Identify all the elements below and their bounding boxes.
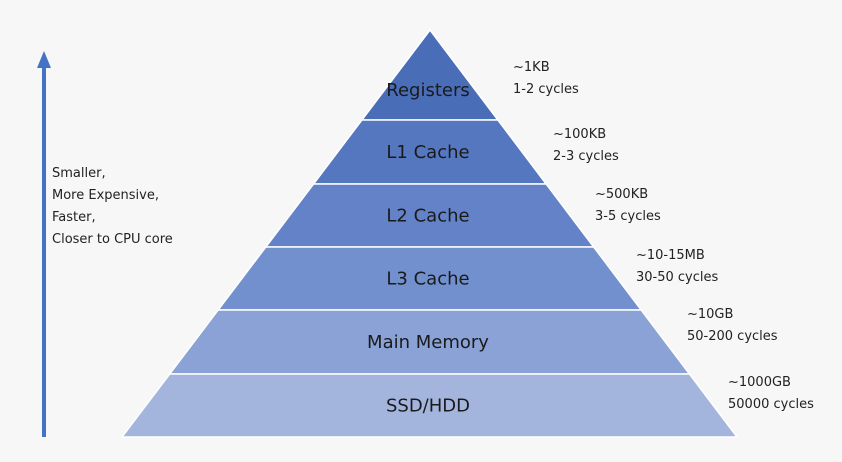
latency-text: 50-200 cycles [687, 329, 778, 344]
hierarchy-direction-note: Smaller, More Expensive, Faster, Closer … [52, 163, 173, 251]
size-text: ~1KB [513, 60, 550, 75]
tier-annotation-registers: ~1KB 1-2 cycles [513, 57, 579, 101]
size-text: ~10GB [687, 307, 734, 322]
latency-text: 30-50 cycles [636, 270, 719, 285]
note-line: Faster, [52, 210, 96, 225]
tier-annotation-main-memory: ~10GB 50-200 cycles [687, 304, 778, 348]
tier-registers [360, 28, 500, 121]
tier-ssd-hdd [120, 373, 739, 438]
tier-label: Registers [386, 80, 470, 101]
tier-label: Main Memory [367, 332, 489, 353]
tier-label: L1 Cache [386, 142, 469, 163]
tier-annotation-l3: ~10-15MB 30-50 cycles [636, 245, 718, 289]
size-text: ~500KB [595, 187, 649, 202]
size-text: ~100KB [553, 127, 607, 142]
size-text: ~10-15MB [636, 248, 705, 263]
up-arrow-icon [37, 51, 51, 437]
note-line: Smaller, [52, 166, 106, 181]
latency-text: 1-2 cycles [513, 82, 579, 97]
latency-text: 50000 cycles [728, 397, 814, 412]
tier-label: SSD/HDD [386, 396, 470, 417]
note-line: More Expensive, [52, 188, 159, 203]
size-text: ~1000GB [728, 375, 791, 390]
tier-annotation-ssd-hdd: ~1000GB 50000 cycles [728, 372, 814, 416]
note-line: Closer to CPU core [52, 232, 173, 247]
tier-annotation-l2: ~500KB 3-5 cycles [595, 184, 661, 228]
latency-text: 2-3 cycles [553, 149, 619, 164]
tier-annotation-l1: ~100KB 2-3 cycles [553, 124, 619, 168]
latency-text: 3-5 cycles [595, 209, 661, 224]
tier-label: L3 Cache [386, 269, 469, 290]
tier-label: L2 Cache [386, 206, 469, 227]
